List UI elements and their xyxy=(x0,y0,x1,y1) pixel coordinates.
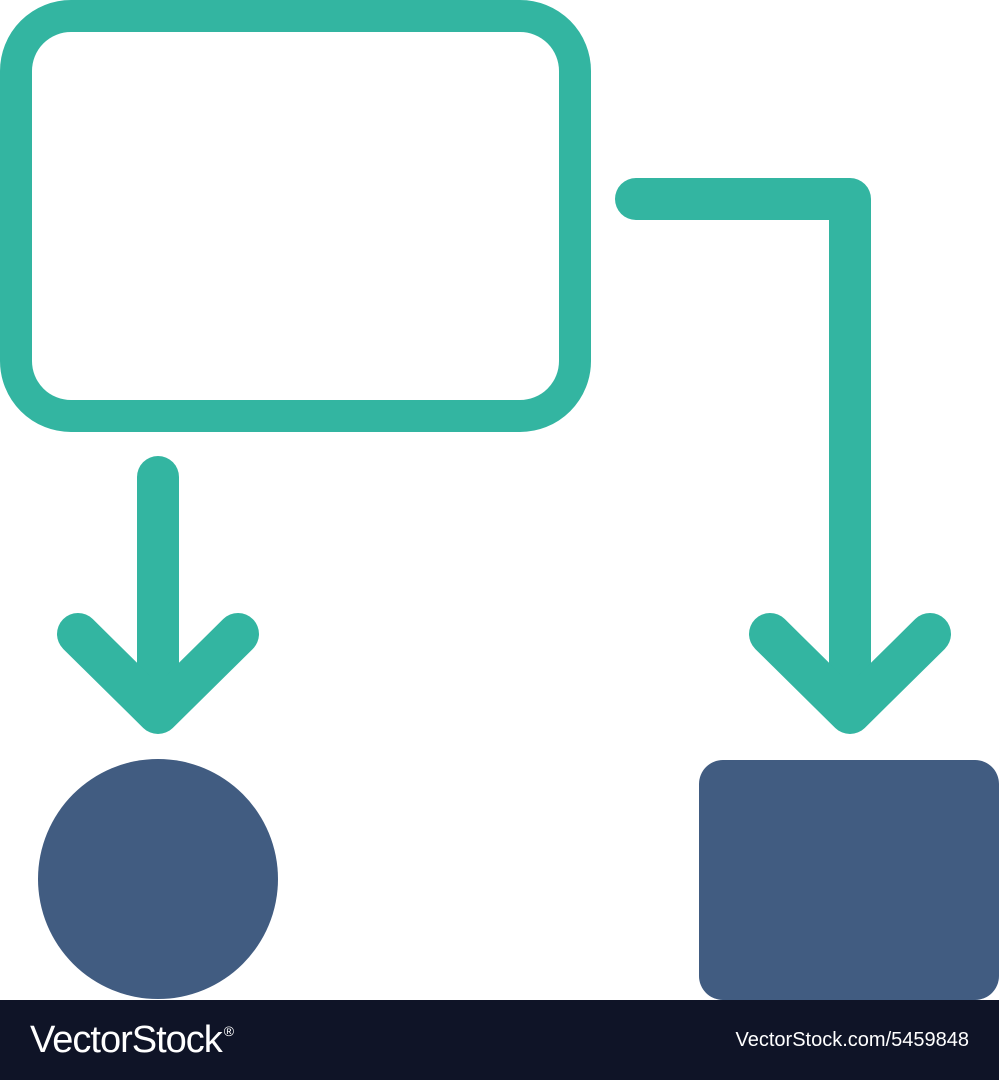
end-circle xyxy=(38,759,278,999)
down-arrowhead xyxy=(57,613,259,734)
registered-mark: ® xyxy=(223,1022,234,1039)
brand-name: VectorStock xyxy=(30,1018,223,1061)
elbow-arrow-line xyxy=(615,178,871,721)
brand-logo: VectorStock® xyxy=(30,1018,234,1062)
image-id-label: VectorStock.com/5459848 xyxy=(735,1028,969,1051)
end-rectangle xyxy=(699,760,999,1000)
watermark-footer: VectorStock® VectorStock.com/5459848 xyxy=(0,1000,999,1080)
process-box xyxy=(0,0,591,432)
flowchart-icon xyxy=(0,0,999,1000)
elbow-arrowhead xyxy=(749,613,951,734)
